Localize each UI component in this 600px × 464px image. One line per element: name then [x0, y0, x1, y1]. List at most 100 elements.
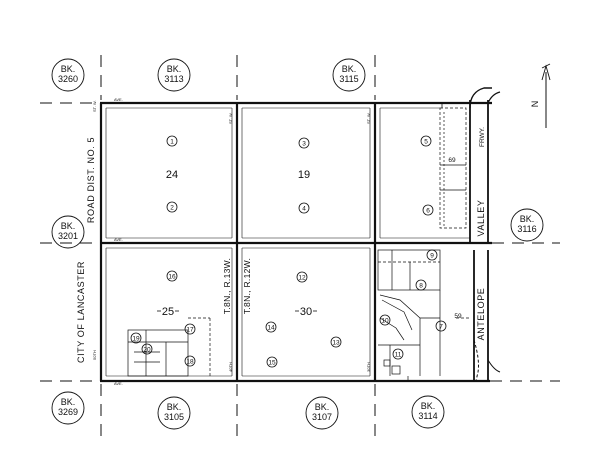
book-prefix: BK.	[61, 221, 76, 231]
north-arrow-icon	[541, 63, 551, 128]
book-circle-3107	[305, 396, 339, 430]
book-prefix: BK.	[315, 402, 330, 412]
parcel-number: 10	[381, 318, 389, 325]
street-label: 50TH	[92, 350, 97, 360]
township-label-left: T.8N., R.13W.	[222, 258, 232, 314]
parcel-number: 15	[268, 360, 276, 367]
parcel-circle-3	[298, 137, 310, 149]
parcel-circles	[130, 135, 447, 368]
street-label: AVE.	[114, 237, 123, 242]
parcel-number: 4	[302, 206, 306, 213]
section-number: 19	[298, 169, 310, 181]
section-grid	[40, 55, 560, 440]
parcel-number: 20	[143, 347, 151, 354]
book-circle-3115	[332, 58, 366, 92]
interchange-dashed	[473, 339, 479, 382]
parcel-circle-11	[392, 348, 404, 360]
parcel-circle-1	[166, 135, 178, 147]
street-label: ST. W.	[228, 112, 233, 124]
parcel-circle-17	[184, 323, 196, 335]
city-label: CITY OF LANCASTER	[76, 261, 86, 363]
street-label: 40TH	[228, 362, 233, 372]
parcel-number: 2	[170, 205, 174, 212]
street-label: AVE.	[114, 97, 123, 102]
parcel-circle-15	[266, 356, 278, 368]
book-circle-3269	[51, 391, 85, 425]
book-number: 3260	[58, 74, 78, 84]
diagonal-lot-line	[379, 294, 440, 319]
parcel-circle-19	[130, 332, 142, 344]
book-number: 3269	[58, 407, 78, 417]
book-number: 3116	[517, 224, 536, 234]
parcel-circle-18	[184, 355, 196, 367]
section-numbers: 24 19 25 30	[162, 169, 312, 318]
parcel-circle-14	[265, 321, 277, 333]
interchange-curve	[487, 359, 501, 373]
book-circle-3105	[157, 396, 191, 430]
parcel-circle-5	[420, 135, 432, 147]
diagonal-lot-line	[381, 299, 413, 331]
parcel-number: 14	[267, 325, 275, 332]
parcel-circle-2	[166, 201, 178, 213]
subdivision-block	[127, 329, 189, 377]
parcel-numbers: 1 2 3 4 5 6 7 8 9 10 11 12 13 14 15 16 1…	[132, 139, 443, 367]
parcel-number: 7	[439, 324, 443, 331]
parcel-circle-16	[166, 270, 178, 282]
parcel-number: 17	[186, 327, 194, 334]
interchange-curve	[487, 91, 501, 104]
parcel-number: 3	[302, 141, 306, 148]
book-number: 3107	[312, 412, 332, 422]
lot-number: 69	[448, 157, 456, 164]
ne-parcels	[439, 107, 467, 229]
small-lot	[383, 359, 391, 367]
book-prefix: BK.	[342, 64, 357, 74]
book-circle-3114	[411, 395, 445, 429]
freeway-label: FRWY.	[479, 127, 486, 147]
book-number: 3105	[164, 412, 184, 422]
parcel-number: 16	[168, 274, 176, 281]
parcel-circle-7	[435, 320, 447, 332]
valley-label: VALLEY	[476, 200, 486, 237]
diagonal-lot-line	[379, 317, 405, 341]
book-labels: BK. 3260 BK. 3113 BK. 3115 BK. 3201 BK. …	[58, 64, 537, 422]
parcel-number: 11	[395, 352, 402, 359]
parcel-circle-12	[296, 271, 308, 283]
book-circle-3113	[157, 58, 191, 92]
interchange-curve	[469, 87, 492, 109]
parcel-circle-9	[426, 249, 438, 261]
lot-number: 59	[454, 313, 462, 320]
north-label: N	[530, 101, 540, 108]
book-number: 3114	[418, 411, 437, 421]
parcel-circle-4	[298, 202, 310, 214]
parcel-number: 5	[424, 139, 428, 146]
township-label-right: T.8N., R.12W.	[242, 258, 252, 314]
street-label: AVE.	[114, 381, 123, 386]
book-number: 3113	[164, 74, 183, 84]
parcel-circle-20	[141, 343, 153, 355]
book-prefix: BK.	[167, 402, 182, 412]
book-number: 3115	[339, 74, 358, 84]
antelope-label: ANTELOPE	[476, 288, 486, 341]
section-number: 24	[166, 169, 178, 181]
small-lot	[391, 365, 401, 375]
sw-subdivision	[127, 317, 211, 377]
book-prefix: BK.	[61, 397, 76, 407]
parcel-number: 19	[132, 336, 140, 343]
book-prefix: BK.	[167, 64, 182, 74]
parcel-number: 18	[186, 359, 194, 366]
parcel-number: 12	[298, 275, 306, 282]
parcel-circle-6	[422, 204, 434, 216]
parcel-number: 13	[332, 340, 340, 347]
section-number: 25	[162, 306, 174, 318]
parcel-block	[377, 249, 441, 291]
parcel-circle-8	[415, 279, 427, 291]
book-number: 3201	[58, 231, 78, 241]
street-tiny-labels: AVE. AVE. AVE. ST. W. ST. W. ST. W. 40TH…	[92, 97, 371, 386]
book-prefix: BK.	[421, 401, 436, 411]
street-label: ST. W.	[366, 112, 371, 124]
section-number: 30	[300, 306, 312, 318]
se-parcels	[377, 249, 470, 381]
book-prefix: BK.	[61, 64, 76, 74]
parcel-strip	[439, 107, 467, 229]
